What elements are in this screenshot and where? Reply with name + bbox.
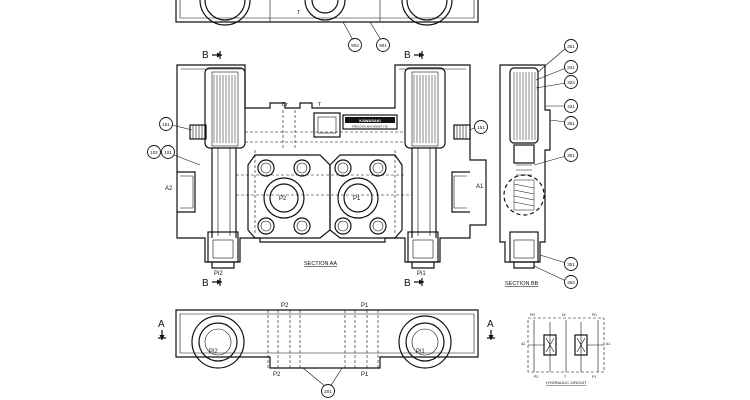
balloon-102: [147, 145, 161, 159]
circuit-label-dr: Dr: [562, 313, 567, 317]
balloon-361: [564, 116, 578, 130]
port-dr-label: Dr: [282, 102, 288, 108]
circuit-label-pi2: Pi2: [530, 313, 535, 317]
balloon-101: [161, 145, 175, 159]
bottom-port-p1-bottom-label: P1: [361, 372, 369, 378]
balloon-101-label: 101: [164, 150, 172, 155]
balloon-201: [321, 384, 335, 398]
balloon-902-label: 902: [351, 43, 359, 48]
port-pi1-label: Pi1: [417, 271, 426, 277]
section-marker-a-left: A: [158, 319, 165, 330]
balloon-151-right: [474, 120, 488, 134]
balloon-151-left: [159, 117, 173, 131]
circuit-label-p2: P2: [534, 375, 538, 379]
balloon-331-label: 331: [567, 65, 575, 70]
port-p2-label: P2: [279, 196, 287, 202]
top-view: T 902 901: [175, 0, 479, 52]
balloon-151-left-label: 151: [162, 122, 170, 127]
balloon-321-label: 321: [567, 104, 575, 109]
balloon-352: [564, 275, 578, 289]
circuit-label-p1: P1: [592, 375, 596, 379]
balloon-901-label: 901: [379, 43, 387, 48]
section-aa: B B B B Pi2: [147, 50, 488, 289]
bottom-view: Pi2 Pi1 P2 P1 P2 P1 A A 201: [158, 303, 495, 398]
section-marker-b-bottom-right: B: [404, 278, 411, 289]
hydraulic-circuit-title: HYDRAULIC CIRCUIT: [546, 380, 587, 385]
circuit-label-t: T: [564, 375, 567, 379]
balloon-361-label: 361: [567, 121, 575, 126]
balloon-301-label: 301: [567, 153, 575, 158]
balloon-901: [376, 38, 390, 52]
balloon-322-label: 322: [567, 80, 575, 85]
balloon-322: [564, 75, 578, 89]
circuit-label-pi1: Pi1: [592, 313, 597, 317]
port-p1-label: P1: [353, 196, 361, 202]
section-marker-b-bottom-left: B: [202, 278, 209, 289]
balloon-151-right-label: 151: [477, 125, 485, 130]
port-a1-label: A1: [476, 184, 484, 190]
balloon-301: [564, 148, 578, 162]
section-marker-b-top-left: B: [202, 50, 209, 61]
balloon-351-bottom-label: 351: [567, 262, 575, 267]
balloon-201-label: 201: [324, 389, 332, 394]
port-a2-label: A2: [165, 186, 173, 192]
bottom-port-p1-top-label: P1: [361, 303, 369, 309]
port-pi2-label: Pi2: [214, 271, 223, 277]
top-view-port-t: T: [297, 10, 300, 16]
port-t-label: T: [318, 102, 322, 108]
bottom-port-pi2-label: Pi2: [209, 349, 218, 355]
balloon-351-top: [564, 39, 578, 53]
bottom-port-p2-bottom-label: P2: [273, 372, 281, 378]
section-aa-title: SECTION AA: [304, 261, 337, 267]
nameplate-brand: KAWASAKI: [359, 118, 381, 123]
balloon-331: [564, 60, 578, 74]
circuit-label-a2: A2: [521, 342, 525, 346]
balloon-351-top-label: 351: [567, 44, 575, 49]
section-marker-a-right: A: [487, 319, 494, 330]
section-bb: 351 331 322 321 361 301 351 352 SECTION …: [499, 39, 578, 289]
balloon-351-bottom: [564, 257, 578, 271]
section-marker-b-top-right: B: [404, 50, 411, 61]
nameplate-subtitle: PRECISION MACHINERY LTD: [352, 125, 388, 129]
bottom-port-pi1-label: Pi1: [416, 349, 425, 355]
circuit-label-a1: A1: [606, 342, 610, 346]
balloon-321: [564, 99, 578, 113]
balloon-102-label: 102: [150, 150, 158, 155]
hydraulic-circuit: Pi2 Dr Pi1 A2 A1 P2 T P1 HYDRAULIC CIRCU…: [521, 313, 610, 385]
bottom-port-p2-top-label: P2: [281, 303, 289, 309]
section-bb-title: SECTION BB: [505, 281, 539, 287]
balloon-352-label: 352: [567, 280, 575, 285]
balloon-902: [348, 38, 362, 52]
